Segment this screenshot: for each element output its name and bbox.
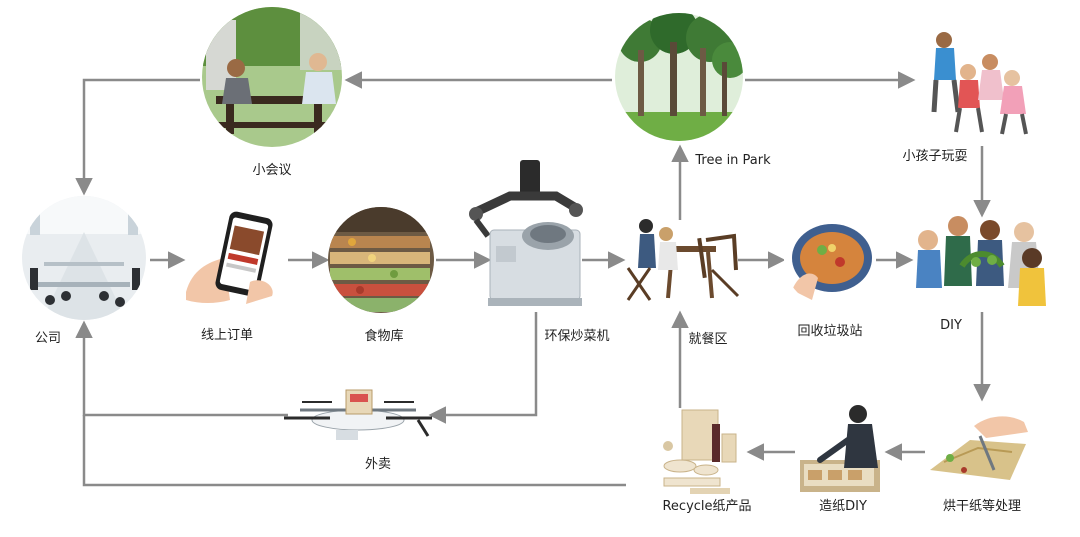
food-market-icon <box>328 207 434 313</box>
label-takeout: 外卖 <box>364 457 392 472</box>
arrow-takeout-to-office <box>75 320 288 417</box>
cooking-robot-icon <box>469 160 583 306</box>
label-office: 公司 <box>34 331 62 346</box>
kids-playing-icon <box>931 32 1028 135</box>
paper-products-icon <box>663 409 737 494</box>
phone-order-icon <box>186 211 273 304</box>
outdoor-meeting-icon <box>202 7 342 147</box>
delivery-drone-icon <box>284 389 432 440</box>
connectors <box>75 71 991 487</box>
kids-diy-icon <box>916 216 1046 306</box>
arrow-products-to-office <box>82 415 626 487</box>
papermaking-icon <box>800 405 880 492</box>
label-food-store: 食物库 <box>364 329 404 344</box>
drying-paper-icon <box>930 416 1028 480</box>
food-bowl-icon <box>784 214 876 306</box>
label-kids-play: 小孩子玩耍 <box>902 149 968 164</box>
park-trees-icon <box>615 13 743 141</box>
label-small-meeting: 小会议 <box>252 163 292 178</box>
label-diy: DIY <box>940 318 962 333</box>
arrow-robot-to-takeout <box>428 312 538 424</box>
label-cooking-robot: 环保炒菜机 <box>544 329 610 344</box>
label-drying-paper: 烘干纸等处理 <box>942 499 1022 514</box>
office-interior-icon <box>22 196 146 320</box>
label-tree-in-park: Tree in Park <box>695 153 771 168</box>
label-dining-area: 就餐区 <box>688 332 728 347</box>
label-recycle-station: 回收垃圾站 <box>797 324 863 339</box>
dining-table-icon <box>626 219 740 301</box>
label-online-order: 线上订单 <box>200 328 254 343</box>
label-recycle-products: Recycle纸产品 <box>662 499 752 514</box>
label-paper-diy: 造纸DIY <box>819 499 867 514</box>
arrow-meeting-to-office <box>75 78 200 196</box>
